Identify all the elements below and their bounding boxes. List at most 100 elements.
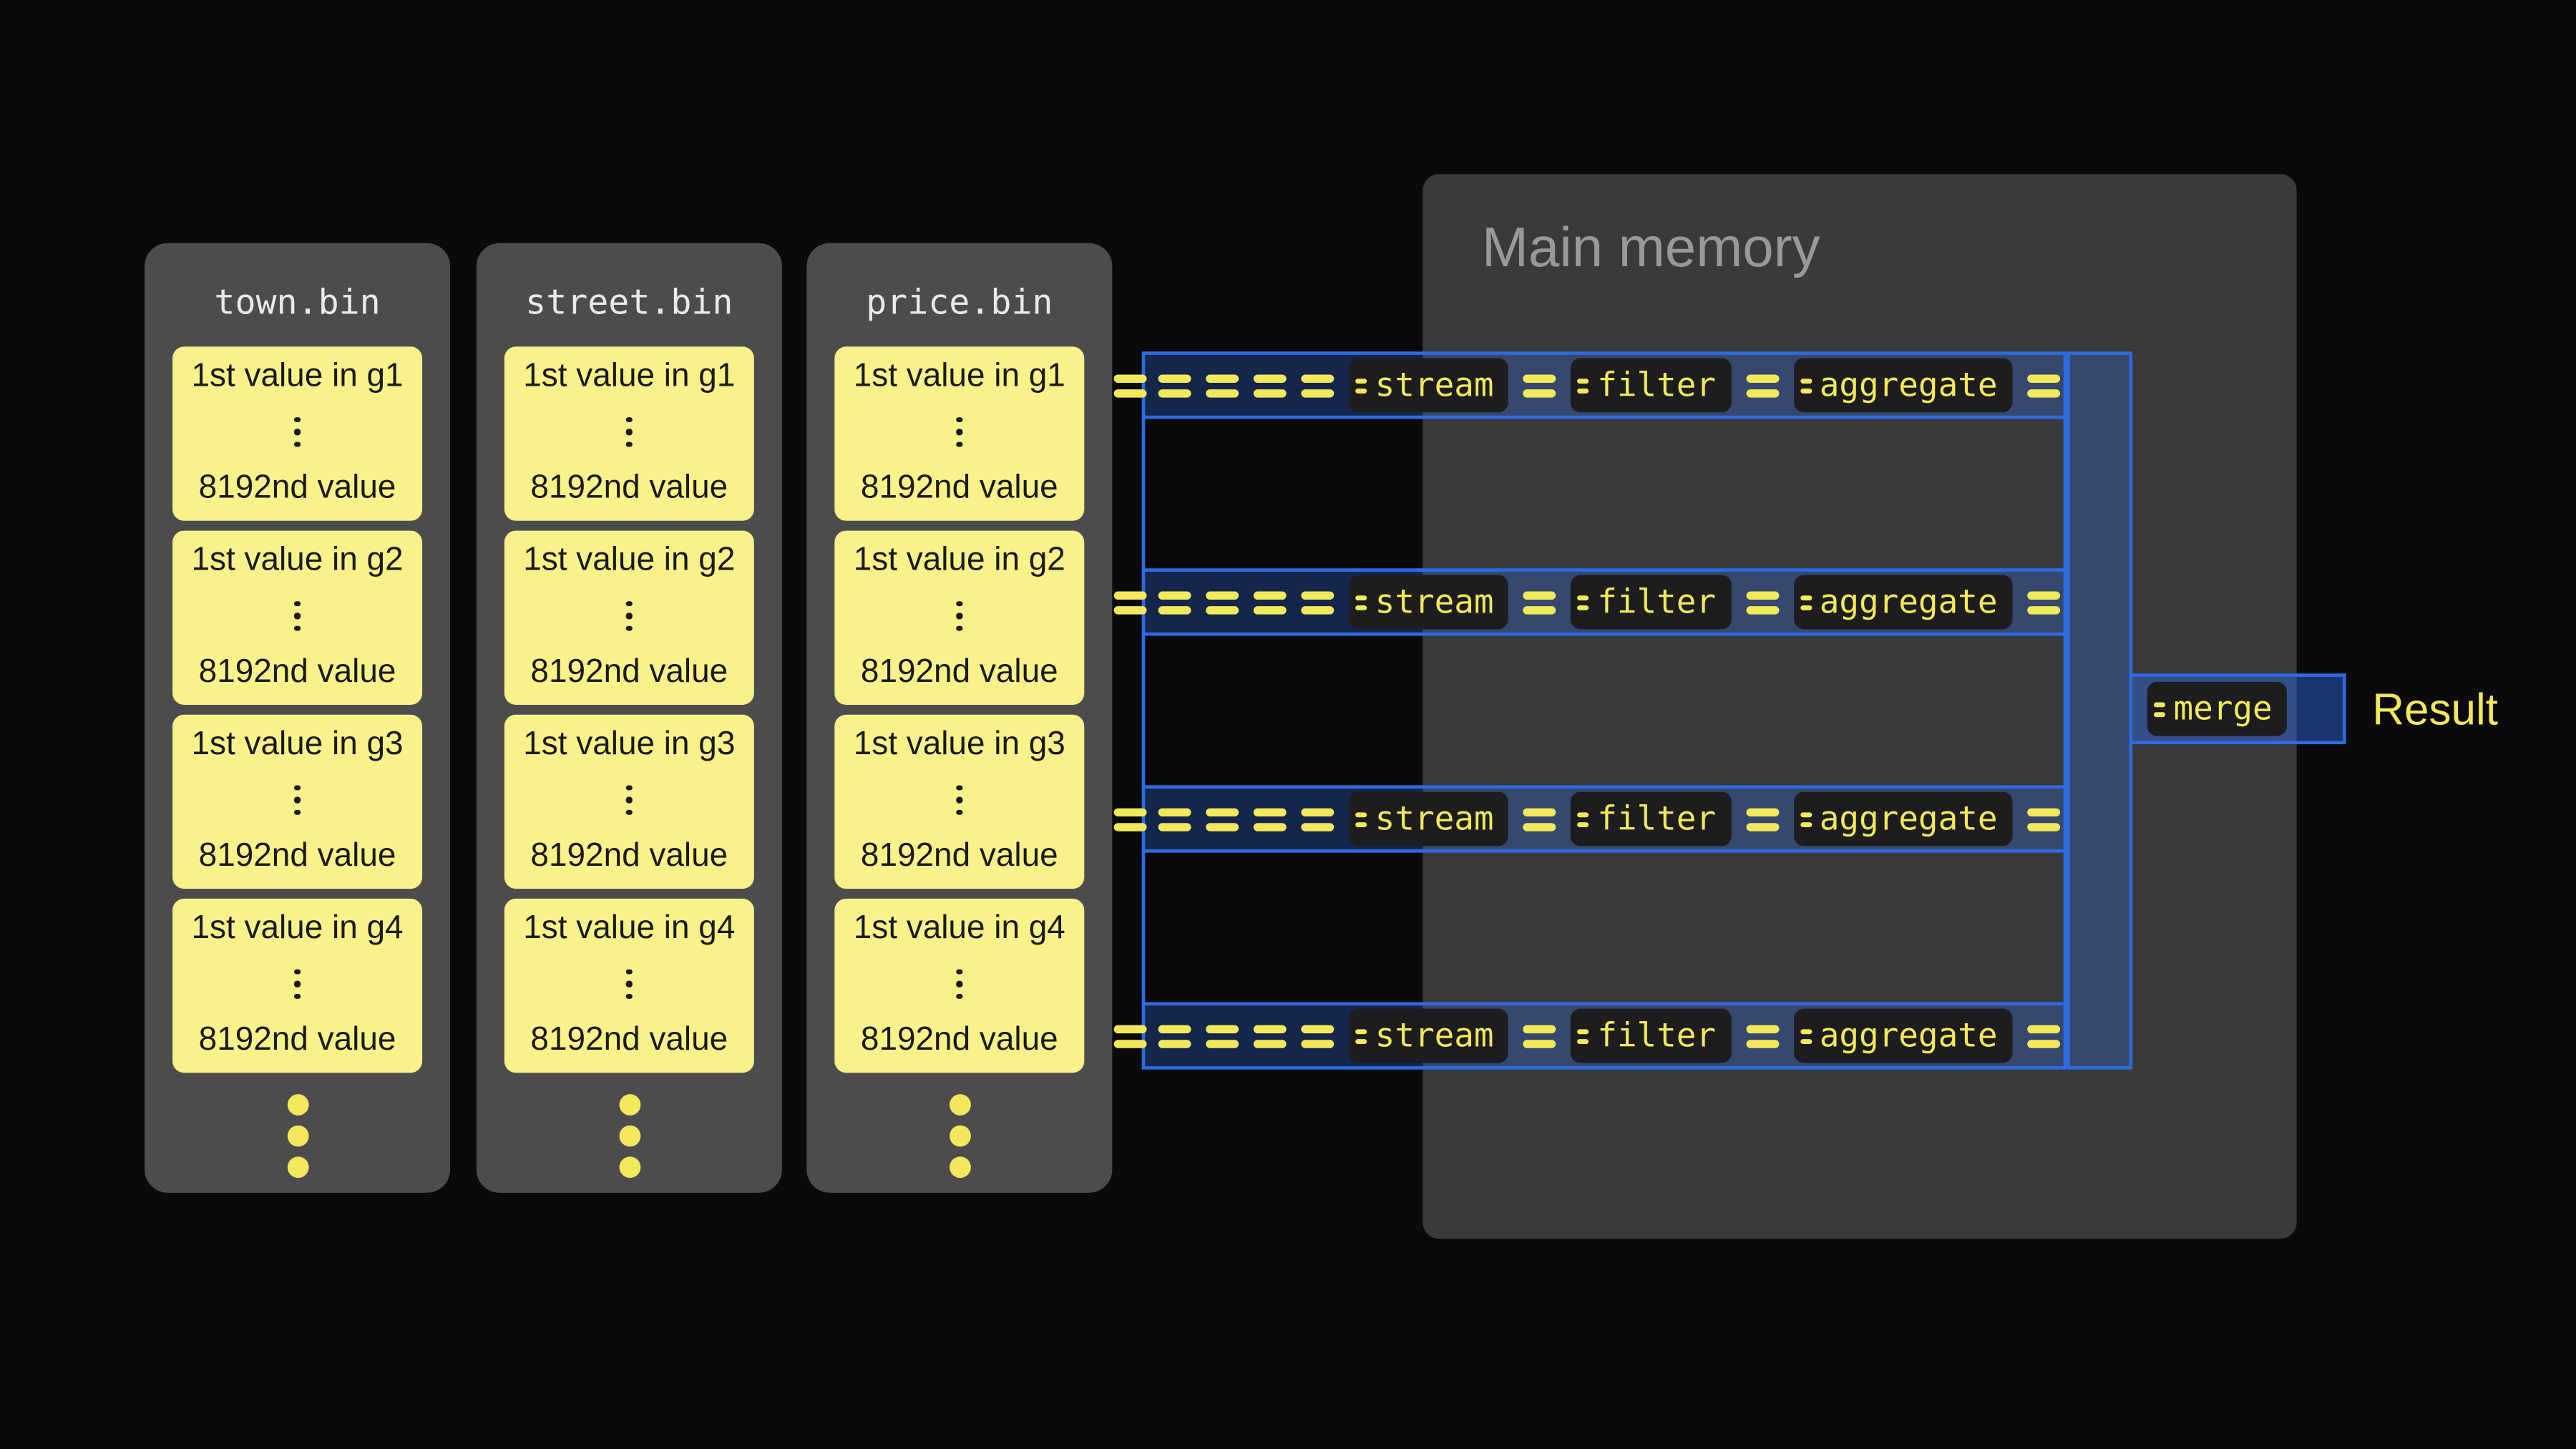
stage-label: filter	[1597, 798, 1717, 838]
aggregate-badge: aggregate	[1792, 575, 2013, 630]
filter-badge: filter	[1571, 1008, 1731, 1063]
more-granules-ellipsis-icon	[806, 1094, 1112, 1179]
equals-icon	[1523, 807, 1556, 831]
block-bottom-label: 8192nd value	[860, 469, 1058, 507]
granule-block: 1st value in g3 8192nd value	[504, 714, 754, 889]
block-bottom-label: 8192nd value	[530, 653, 728, 691]
equals-icon	[1355, 595, 1367, 610]
block-bottom-label: 8192nd value	[530, 837, 728, 874]
file-title: price.bin	[866, 282, 1053, 322]
filter-badge: filter	[1571, 791, 1731, 847]
memory-range-outline	[1141, 415, 2067, 572]
pipeline: stream filter aggregate stream	[1113, 351, 2067, 1070]
granule-block: 1st value in g1 8192nd value	[504, 346, 754, 521]
file-panel-street: street.bin 1st value in g1 8192nd value …	[476, 243, 782, 1193]
equals-icon	[1800, 595, 1812, 610]
granule-block: 1st value in g4 8192nd value	[172, 898, 423, 1073]
aggregate-badge: aggregate	[1792, 791, 2013, 847]
stage-label: aggregate	[1819, 1015, 1998, 1055]
block-top-label: 1st value in g3	[853, 726, 1065, 763]
granule-block: 1st value in g3 8192nd value	[172, 714, 423, 889]
granule-list: 1st value in g1 8192nd value 1st value i…	[145, 346, 450, 1073]
block-top-label: 1st value in g2	[853, 542, 1065, 579]
equals-icon	[2153, 701, 2165, 717]
more-granules-ellipsis-icon	[477, 1094, 782, 1179]
file-panel-price: price.bin 1st value in g1 8192nd value 1…	[806, 243, 1113, 1193]
equals-icon	[1113, 590, 1147, 614]
equals-icon	[1158, 374, 1191, 397]
granule-block: 1st value in g1 8192nd value	[172, 346, 423, 521]
merge-bracket	[2067, 351, 2133, 1070]
equals-icon	[1800, 378, 1812, 393]
vertical-ellipsis-icon	[626, 416, 633, 448]
merge-badge: merge	[2147, 681, 2288, 736]
file-title: street.bin	[525, 282, 733, 322]
block-top-label: 1st value in g1	[853, 358, 1065, 395]
stream-lane-2: stream filter aggregate	[1113, 568, 2067, 636]
equals-icon	[1253, 1024, 1287, 1048]
merge-connector: merge	[2129, 673, 2346, 745]
stage-label: aggregate	[1819, 581, 1998, 621]
equals-icon	[1253, 807, 1287, 831]
block-bottom-label: 8192nd value	[530, 469, 728, 507]
equals-icon	[1206, 1024, 1239, 1048]
result-label: Result	[2372, 685, 2498, 735]
equals-icon	[1800, 1028, 1812, 1043]
more-granules-ellipsis-icon	[145, 1094, 450, 1179]
equals-icon	[1301, 807, 1335, 831]
equals-icon	[1253, 590, 1287, 614]
stage-label: aggregate	[1819, 364, 1998, 404]
stage-label: aggregate	[1819, 798, 1998, 838]
vertical-ellipsis-icon	[956, 416, 962, 448]
block-bottom-label: 8192nd value	[530, 1022, 728, 1058]
vertical-ellipsis-icon	[294, 969, 301, 1000]
block-bottom-label: 8192nd value	[198, 1022, 396, 1058]
vertical-ellipsis-icon	[956, 969, 962, 1000]
equals-icon	[1577, 595, 1589, 610]
equals-icon	[1745, 374, 1779, 397]
equals-icon	[1523, 590, 1556, 614]
granule-list: 1st value in g1 8192nd value 1st value i…	[806, 346, 1112, 1073]
block-top-label: 1st value in g4	[853, 909, 1065, 947]
file-panel-town: town.bin 1st value in g1 8192nd value 1s…	[145, 243, 451, 1193]
vertical-ellipsis-icon	[956, 784, 962, 816]
equals-icon	[1206, 374, 1239, 397]
block-bottom-label: 8192nd value	[860, 653, 1058, 691]
granule-block: 1st value in g2 8192nd value	[172, 530, 423, 705]
equals-icon	[1158, 590, 1191, 614]
block-top-label: 1st value in g1	[191, 358, 404, 395]
block-bottom-label: 8192nd value	[198, 469, 396, 507]
vertical-ellipsis-icon	[626, 969, 633, 1000]
stream-badge: stream	[1348, 358, 1509, 413]
aggregate-badge: aggregate	[1792, 358, 2013, 413]
block-top-label: 1st value in g3	[523, 726, 736, 763]
granule-list: 1st value in g1 8192nd value 1st value i…	[477, 346, 782, 1073]
equals-icon	[1745, 1024, 1779, 1048]
vertical-ellipsis-icon	[294, 416, 301, 448]
equals-icon	[1301, 1024, 1335, 1048]
block-top-label: 1st value in g1	[523, 358, 736, 395]
block-top-label: 1st value in g4	[191, 909, 404, 947]
equals-icon	[1113, 1024, 1147, 1048]
equals-icon	[1206, 807, 1239, 831]
equals-icon	[1523, 1024, 1556, 1048]
stage-label: stream	[1375, 798, 1494, 838]
block-top-label: 1st value in g4	[523, 909, 736, 947]
equals-icon	[1355, 1028, 1367, 1043]
stage-label: filter	[1597, 581, 1717, 621]
stream-badge: stream	[1348, 791, 1509, 847]
stream-badge: stream	[1348, 1008, 1509, 1063]
block-top-label: 1st value in g3	[191, 726, 404, 763]
block-top-label: 1st value in g2	[191, 542, 404, 579]
stage-label: filter	[1597, 1015, 1717, 1055]
equals-icon	[1113, 807, 1147, 831]
stream-lane-3: stream filter aggregate	[1113, 785, 2067, 853]
equals-icon	[1577, 1028, 1589, 1043]
granule-block: 1st value in g2 8192nd value	[834, 530, 1085, 705]
stream-lane-1: stream filter aggregate	[1113, 351, 2067, 419]
vertical-ellipsis-icon	[294, 600, 301, 632]
equals-icon	[2026, 1024, 2060, 1048]
granule-block: 1st value in g3 8192nd value	[834, 714, 1085, 889]
file-title: town.bin	[214, 282, 381, 322]
